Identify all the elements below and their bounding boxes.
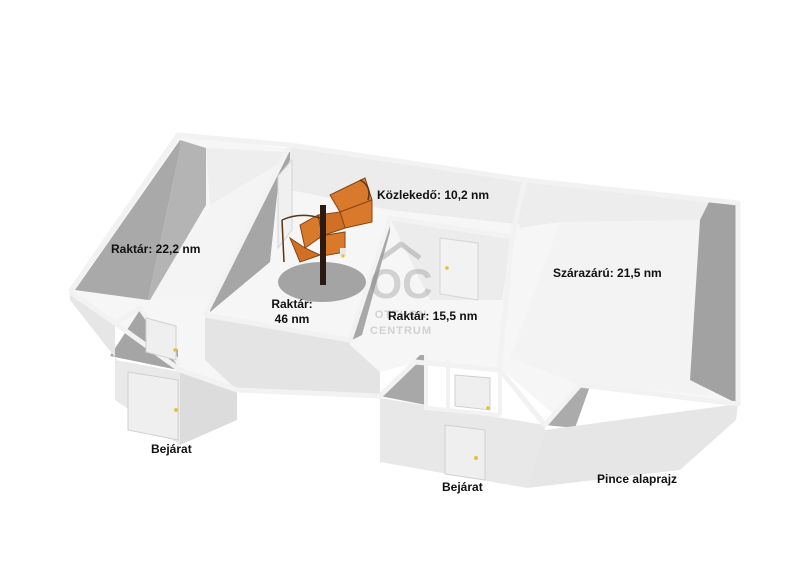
room-label-storage-center: Raktár: 46 nm xyxy=(262,297,322,327)
plan-caption: Pince alaprajz xyxy=(597,472,678,486)
spiral-staircase xyxy=(278,177,373,302)
wall-left-room-inner xyxy=(206,148,285,205)
wall-top-inner-1 xyxy=(202,143,293,317)
wall-front-center-left xyxy=(180,372,237,445)
wall-top-inner-3 xyxy=(509,179,528,238)
wall-top-inner-5 xyxy=(424,355,501,417)
room-label-storage-right: Raktár: 15,5 nm xyxy=(388,309,478,323)
room-label-storage-left: Raktár: 22,2 nm xyxy=(111,242,201,256)
wall-front-bottom-right xyxy=(527,404,738,488)
watermark-line1: OTTHON xyxy=(375,309,427,321)
room-floor-right xyxy=(510,220,710,395)
wall-front-center xyxy=(205,315,380,398)
entrance-label-left: Bejárat xyxy=(151,442,192,456)
wall-top-inner-2 xyxy=(204,215,515,363)
wall-right-room-top xyxy=(520,180,710,228)
logo-mark-icon: OC OTTHON CENTRUM xyxy=(370,241,433,337)
watermark-logo-letters: OC xyxy=(370,260,433,307)
door-storage-right xyxy=(439,237,479,301)
room-label-dry-room: Szárazárú: 21,5 nm xyxy=(553,266,662,280)
room-label-storage-center-line1: Raktár: xyxy=(271,297,313,311)
door-center-left xyxy=(277,158,293,250)
entrance-label-center: Bejárat xyxy=(442,480,483,494)
watermark-line2: CENTRUM xyxy=(370,325,432,337)
wall-corridor-back xyxy=(290,145,525,225)
wall-right-room-back xyxy=(690,198,738,404)
room-label-storage-center-line2: 46 nm xyxy=(274,312,310,326)
watermark-logo: OC OTTHON CENTRUM xyxy=(368,236,434,340)
room-label-corridor: Közlekedő: 10,2 nm xyxy=(377,188,490,202)
wall-left-room-back xyxy=(75,140,180,300)
wall-small-bottom-center xyxy=(380,355,426,405)
wall-small-bottom-right xyxy=(545,386,590,428)
door-left-small xyxy=(145,317,177,361)
door-left-entrance xyxy=(127,371,179,441)
wall-top-outline xyxy=(67,132,741,428)
room-floor-left xyxy=(148,152,285,300)
wall-center-left xyxy=(210,152,290,312)
door-center-entrance xyxy=(444,424,486,481)
door-small-center xyxy=(454,374,491,411)
wall-left-room-side xyxy=(148,140,206,300)
